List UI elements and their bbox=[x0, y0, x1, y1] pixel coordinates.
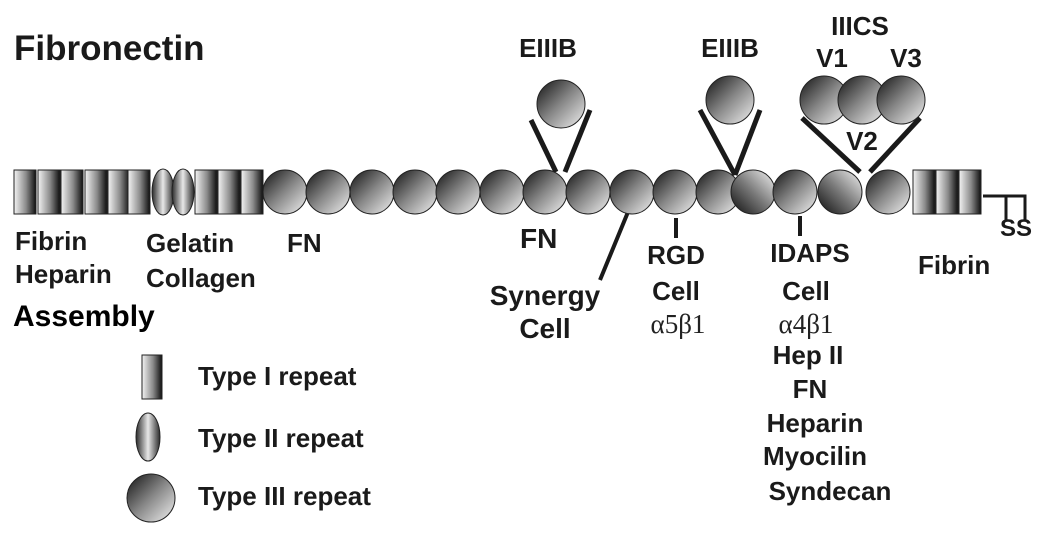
rgd-cell-label: Cell bbox=[652, 276, 700, 306]
type-iii-repeat bbox=[652, 169, 698, 215]
type-iii-repeat bbox=[865, 169, 911, 215]
fn-label-2: FN bbox=[520, 223, 557, 254]
type-iii-repeat bbox=[479, 169, 525, 215]
v1-label: V1 bbox=[816, 43, 848, 73]
type-i-repeat bbox=[240, 169, 264, 215]
type-i-repeat bbox=[912, 169, 936, 215]
type-iii-repeat bbox=[522, 169, 568, 215]
c-terminal-fibrin-label: Fibrin bbox=[918, 250, 990, 280]
eiiib-label-1: EIIIB bbox=[519, 33, 577, 63]
type-ii-repeat bbox=[171, 168, 195, 216]
iiics-left-connector bbox=[800, 116, 862, 174]
type-iii-repeat bbox=[772, 169, 818, 215]
eiiib-2-right-connector bbox=[732, 109, 763, 176]
synergy-cell-label: Cell bbox=[519, 313, 570, 344]
type-iii-repeat bbox=[392, 169, 438, 215]
eiiib-domain bbox=[536, 79, 586, 129]
type-iii-repeat bbox=[435, 169, 481, 215]
type-i-repeat bbox=[127, 169, 151, 215]
type-ii-repeat bbox=[151, 168, 175, 216]
type-iii-repeat bbox=[565, 169, 611, 215]
diagram-title: Fibronectin bbox=[14, 29, 205, 68]
heparin-2-label: Heparin bbox=[767, 408, 864, 438]
type-i-repeat bbox=[958, 169, 982, 215]
eiiib-domain bbox=[705, 75, 755, 125]
iiics-v3-domain bbox=[876, 75, 926, 125]
iiics-label: IIICS bbox=[831, 11, 889, 41]
type-i-repeat bbox=[217, 169, 241, 215]
idaps-cell-label: Cell bbox=[782, 276, 830, 306]
type-i-repeat bbox=[935, 169, 959, 215]
fn-label-3: FN bbox=[793, 374, 828, 404]
type-i-repeat bbox=[13, 169, 37, 215]
eiiib-2-left-connector bbox=[697, 108, 738, 177]
hep-ii-label: Hep II bbox=[773, 340, 844, 370]
disulfide-label: SS bbox=[1000, 215, 1032, 242]
type-iii-repeat bbox=[349, 169, 395, 215]
fn-label-1: FN bbox=[287, 228, 322, 258]
legend-type-i-icon bbox=[141, 354, 163, 400]
integrin-a4b1-label: α4β1 bbox=[779, 309, 834, 339]
type-i-repeat bbox=[107, 169, 131, 215]
integrin-a5b1-label: α5β1 bbox=[651, 309, 706, 339]
alternatively-spliced-domains bbox=[536, 75, 926, 129]
disulfide-bridge bbox=[983, 194, 1027, 220]
legend: Type I repeat Type II repeat Type III re… bbox=[126, 354, 371, 523]
type-i-repeat bbox=[37, 169, 61, 215]
legend-type-iii-icon bbox=[126, 473, 176, 523]
v3-label: V3 bbox=[890, 43, 922, 73]
type-iii-repeat bbox=[305, 169, 351, 215]
type-i-repeat bbox=[194, 169, 218, 215]
eiiib-label-2: EIIIB bbox=[701, 33, 759, 63]
legend-type-i-label: Type I repeat bbox=[198, 361, 357, 391]
iiics-right-connector bbox=[868, 116, 922, 174]
legend-type-ii-label: Type II repeat bbox=[198, 423, 364, 453]
eiiib-1-left-connector bbox=[528, 118, 559, 174]
syndecan-label: Syndecan bbox=[769, 476, 892, 506]
synergy-label: Synergy bbox=[490, 280, 601, 311]
type-iii-repeat bbox=[730, 169, 776, 215]
type-iii-repeat bbox=[609, 169, 655, 215]
synergy-pointer bbox=[598, 211, 630, 281]
heparin-label: Heparin bbox=[15, 259, 112, 289]
v2-label: V2 bbox=[846, 126, 878, 156]
type-iii-repeat bbox=[817, 169, 863, 215]
gelatin-label: Gelatin bbox=[146, 228, 234, 258]
eiiib-1-right-connector bbox=[562, 109, 593, 173]
rgd-label: RGD bbox=[647, 240, 705, 270]
legend-type-ii-icon bbox=[135, 412, 161, 462]
fibronectin-backbone bbox=[13, 168, 982, 216]
type-i-repeat bbox=[60, 169, 84, 215]
type-i-repeat bbox=[84, 169, 108, 215]
assembly-label: Assembly bbox=[13, 300, 155, 333]
legend-type-iii-label: Type III repeat bbox=[198, 481, 371, 511]
type-iii-repeat bbox=[262, 169, 308, 215]
myocilin-label: Myocilin bbox=[763, 441, 867, 471]
collagen-label: Collagen bbox=[146, 263, 256, 293]
fibrin-label: Fibrin bbox=[15, 226, 87, 256]
idaps-label: IDAPS bbox=[770, 238, 849, 268]
